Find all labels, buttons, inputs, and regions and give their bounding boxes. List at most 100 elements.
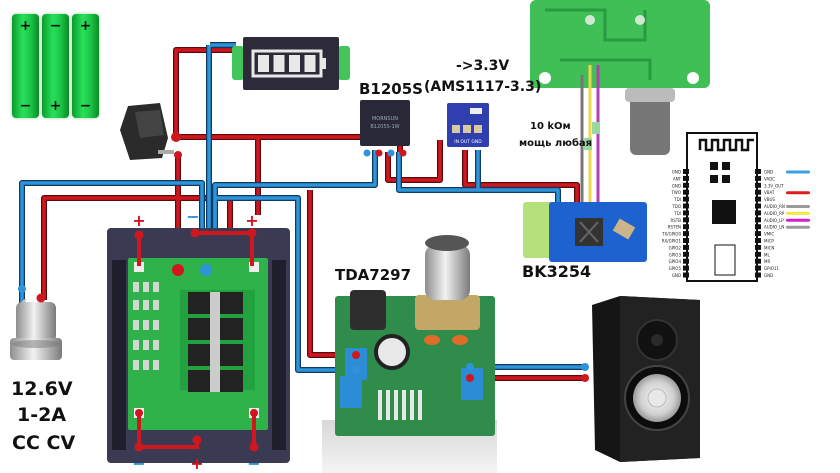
pin-pad	[683, 231, 689, 237]
bms-mark-bottom-left: −	[132, 454, 145, 473]
pinout-right-pins: GNDVADC3.3V_OUTVBATVBUSAUDIO_RNAUDIO_RPA…	[755, 169, 810, 278]
ams1117-module: IN OUT GND	[447, 103, 489, 147]
pin-label-left: TDI	[673, 197, 681, 202]
pin-wire-color	[786, 191, 810, 195]
svg-text:IN OUT GND: IN OUT GND	[454, 139, 482, 145]
negative-wires	[19, 42, 585, 373]
pin-label-right: MICN	[764, 245, 774, 250]
pin-pad	[755, 182, 761, 188]
pin-label-left: ANT	[673, 176, 682, 181]
pin-pad	[683, 244, 689, 250]
pin-label-left: GND	[672, 273, 681, 278]
pin-label-right: GND	[764, 273, 773, 278]
pin-label-right: AUDIO_LP	[764, 218, 784, 223]
pin-label-left: GPIO5	[669, 266, 682, 271]
battery-level-indicator	[232, 37, 350, 90]
resistor-value-label: 10 kOм	[530, 121, 571, 132]
pin-pad	[683, 258, 689, 264]
pin-pad	[683, 210, 689, 216]
pot-board	[530, 0, 710, 155]
pin-pad	[683, 251, 689, 257]
pin-label-right: 3.3V_OUT	[764, 183, 784, 188]
dc-charging-jack[interactable]	[10, 285, 62, 360]
bms-mark-top-mid: −	[186, 207, 199, 226]
b1205s-module: MORNSUN B1205S-1W	[360, 100, 410, 157]
pin-label-left: GND	[672, 183, 681, 188]
pin-wire-color	[786, 211, 810, 215]
pin-pad	[755, 265, 761, 271]
pin-label-right: VADC	[764, 176, 775, 181]
pin-label-left: GND	[672, 170, 681, 175]
pinout-left-pins: GNDANTGNDTWOTDITDOTDIRSTBRSTENTX/GPIO0RX…	[661, 169, 689, 278]
pin-pad	[683, 189, 689, 195]
pin-pad	[755, 224, 761, 230]
pin-label-left: RSTEN	[668, 225, 681, 230]
pin-pad	[683, 203, 689, 209]
pin-wire-color	[786, 170, 810, 174]
cell-bottom-terminal: −	[79, 98, 92, 114]
pin-pad	[755, 210, 761, 216]
pin-pad	[755, 217, 761, 223]
bms-board	[107, 228, 290, 463]
pin-pad	[683, 224, 689, 230]
battery-cell: + −	[12, 14, 39, 118]
pin-pad	[755, 238, 761, 243]
charger-mode-label: CC CV	[12, 432, 76, 454]
pin-label-left: GPIO2	[669, 245, 682, 250]
charger-voltage-label: 12.6V	[11, 378, 73, 400]
indicator-bar	[304, 55, 316, 72]
resistor-power-label: мощь любая	[519, 138, 593, 149]
cell-bottom-terminal: −	[19, 98, 32, 114]
cell-top-terminal: +	[79, 18, 92, 34]
pin-label-right: GND	[764, 170, 773, 175]
bms-mark-top-left: +	[132, 211, 145, 230]
bms-mark-bottom-right: −	[247, 454, 260, 473]
pin-pad	[683, 265, 689, 271]
pin-label-right: VMIC	[764, 232, 774, 237]
pin-label-right: AUDIO_RP	[764, 211, 785, 216]
bms-mark-bottom-mid: +	[190, 454, 203, 473]
indicator-bar	[258, 55, 269, 72]
pin-label-left: GPIO3	[669, 252, 682, 257]
indicator-bars	[258, 55, 316, 72]
pin-label-left: TWO	[670, 190, 681, 195]
pin-pad	[683, 196, 689, 202]
cell-top-terminal: −	[49, 18, 62, 34]
pot-audio-wires	[580, 65, 600, 205]
indicator-bar	[273, 55, 285, 72]
svg-text:MORNSUN: MORNSUN	[372, 116, 398, 122]
pin-label-left: TX/GPIO0	[661, 232, 681, 237]
svg-text:B1205S-1W: B1205S-1W	[370, 124, 399, 130]
pin-pad	[755, 231, 761, 237]
tda7297-amplifier	[322, 235, 497, 473]
cell-bottom-terminal: +	[49, 98, 62, 114]
pin-pad	[755, 196, 761, 202]
pin-label-left: RSTB	[670, 218, 681, 223]
pin-pad	[755, 272, 761, 278]
pin-pad	[755, 203, 761, 209]
pin-label-right: VBUS	[764, 197, 775, 202]
pin-pad	[683, 182, 689, 188]
pin-label-right: GPIO11	[764, 266, 779, 271]
rocker-switch[interactable]	[120, 103, 182, 160]
bms-polarity-marks: + − + − + −	[132, 207, 260, 473]
pin-pad	[683, 217, 689, 223]
battery-cell: − +	[42, 14, 69, 118]
pin-pad	[755, 189, 761, 195]
tda7297-label: TDA7297	[335, 266, 412, 284]
pin-pad	[755, 251, 761, 257]
pin-label-left: RX/GPIO1	[662, 239, 682, 244]
battery-cell: + −	[72, 14, 99, 118]
pin-label-right: ML	[764, 252, 770, 257]
pin-pad	[683, 272, 689, 278]
ams-model-label: (AMS1117-3.3)	[424, 79, 542, 95]
bms-mark-top-right: +	[245, 211, 258, 230]
pin-pad	[755, 175, 761, 181]
bt-pinout-diagram: GNDANTGNDTWOTDITDOTDIRSTBRSTENTX/GPIO0RX…	[661, 132, 810, 282]
pin-label-left: TDI	[673, 211, 681, 216]
battery-pack: + − − + + −	[12, 14, 102, 124]
pin-label-left: GPIO4	[669, 259, 682, 264]
pin-label-right: MR	[764, 259, 770, 264]
